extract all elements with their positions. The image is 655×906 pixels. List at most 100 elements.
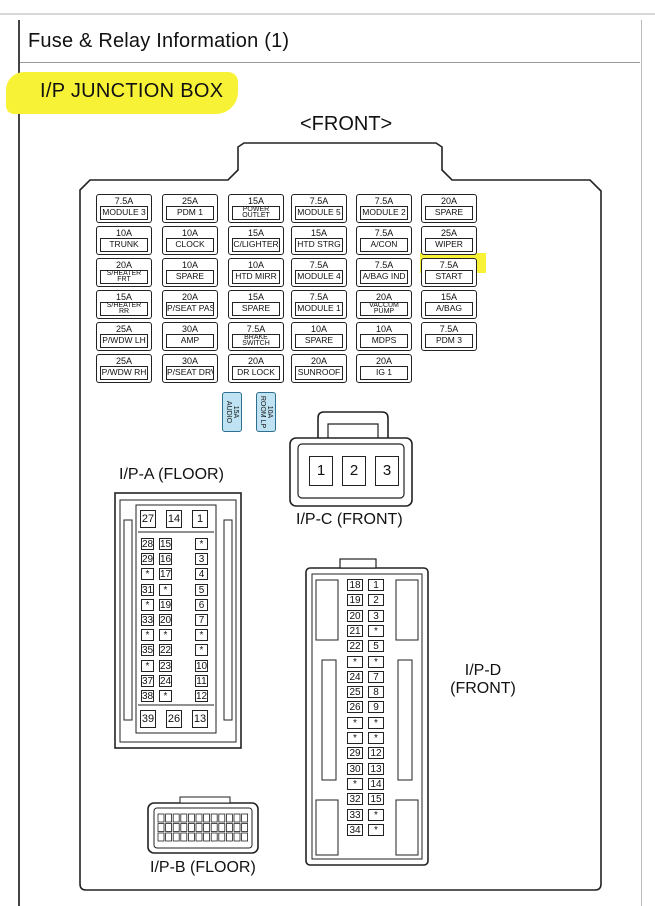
ipb-pin: [165, 832, 173, 842]
ipa-pin: 1: [192, 510, 208, 528]
fuse-name: CLOCK: [166, 238, 214, 252]
fuse-amp: 15A: [115, 292, 132, 302]
ipb-pin: [233, 832, 241, 842]
fuse-name: POWER OUTLET: [232, 206, 280, 220]
ipd-pin: 26: [347, 701, 363, 714]
ipb-pin: [203, 832, 211, 842]
ipb-pin: [218, 823, 226, 832]
ipa-pin: 20: [159, 614, 172, 626]
ipa-pin: *: [195, 644, 208, 657]
ipd-pin: *: [347, 655, 363, 668]
fuse-amp: 7.5A: [374, 228, 394, 238]
ipb-pin: [203, 823, 211, 832]
fuse-amp: 15A: [247, 196, 264, 206]
ipc-pin: 3: [375, 456, 399, 486]
ipb-pin: [218, 832, 226, 842]
fuse-amp: 25A: [115, 324, 132, 334]
small-fuse-amp: 15A: [232, 405, 239, 419]
fuse-amp: 25A: [115, 356, 132, 366]
fuse-name: P/WDW LH: [100, 334, 148, 348]
fuse-name: A/CON: [360, 238, 408, 252]
fuse-name: S/HEATER FRT: [100, 270, 148, 284]
ipa-pin: *: [195, 538, 208, 550]
ipd-label-line: I/P-D: [464, 662, 502, 679]
ipd-pin: 18: [347, 579, 363, 591]
fuse-name: TRUNK: [100, 238, 148, 252]
fuse-name: AMP: [166, 334, 214, 348]
ipd-pin: 9: [368, 701, 384, 714]
ipb-pin: [210, 823, 218, 832]
ipc-label: I/P-C (FRONT): [296, 511, 403, 528]
ipb-pin: [195, 832, 203, 842]
fuse-amp: 7.5A: [439, 260, 459, 270]
ipa-pin: 33: [141, 614, 154, 626]
fuse-amp: 10A: [181, 228, 198, 238]
ipb-pin: [180, 823, 188, 832]
fuse-amp: 20A: [375, 356, 392, 366]
ipd-pin: 19: [347, 594, 363, 607]
fuse-amp: 15A: [310, 228, 327, 238]
ipa-pin: 5: [195, 583, 208, 596]
ipd-pin: *: [368, 732, 384, 744]
fuse-amp: 7.5A: [309, 292, 329, 302]
ipb-pin: [203, 813, 211, 823]
ipb-pin: [241, 813, 249, 823]
ipd-pin: 15: [368, 793, 384, 806]
ipa-pin: 29: [141, 553, 154, 566]
ipd-pin: 1: [368, 579, 384, 591]
ipd-pin: *: [347, 777, 363, 790]
ipb-pin: [172, 823, 180, 832]
ipb-pin: [157, 823, 165, 832]
ipb-pin: [165, 813, 173, 823]
ipd-pin: 22: [347, 640, 363, 653]
small-fuse-name: AUDIO: [225, 400, 232, 424]
ipd-pin: 3: [368, 609, 384, 622]
ipa-pin: 35: [141, 644, 154, 657]
fuse-amp: 7.5A: [114, 196, 134, 206]
front-label: <FRONT>: [300, 113, 393, 135]
fuse-name: START: [425, 270, 473, 284]
ipa-pin: *: [141, 598, 154, 611]
fuse-name: PDM 1: [166, 206, 214, 220]
ipd-pin: 29: [347, 747, 363, 760]
ipb-pin: [233, 813, 241, 823]
ipa-pin: 14: [166, 510, 182, 528]
fuse-amp: 10A: [247, 260, 264, 270]
ipd-pin: 14: [368, 777, 384, 790]
ipd-pin: *: [368, 823, 384, 836]
fuse-amp: 10A: [375, 324, 392, 334]
section-title-highlight: [6, 72, 238, 114]
ipd-pin: 2: [368, 594, 384, 607]
fuse-amp: 10A: [181, 260, 198, 270]
ipd-label: I/P-D(FRONT): [438, 662, 528, 698]
ipa-pin: *: [159, 690, 172, 702]
fuse-amp: 20A: [310, 356, 327, 366]
ipd-pin: 5: [368, 640, 384, 653]
fuse-amp: 30A: [181, 356, 198, 366]
small-fuse-name: ROOM LP: [259, 395, 266, 429]
ipa-pin: 13: [192, 710, 208, 728]
ipb-pin: [241, 832, 249, 842]
ipa-pin: 4: [195, 568, 208, 581]
fuse-amp: 20A: [440, 196, 457, 206]
fuse-name: P/WDW RH: [100, 366, 148, 380]
ipb-pin: [233, 823, 241, 832]
fuse-amp: 7.5A: [439, 324, 459, 334]
ipa-pin: 27: [140, 510, 156, 528]
